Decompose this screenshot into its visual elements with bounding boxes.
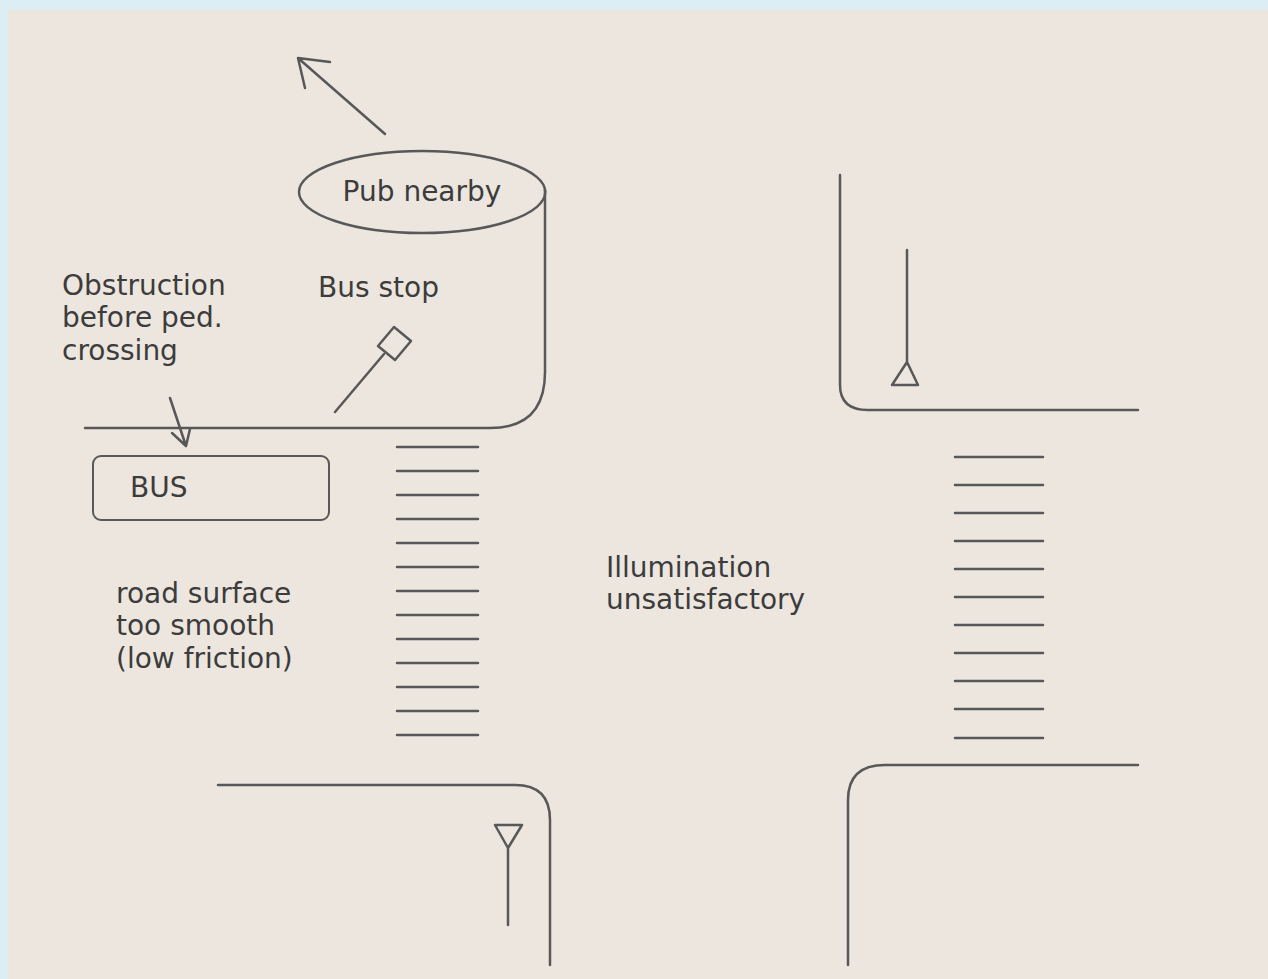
node-text: BUS: [130, 472, 187, 504]
node-text: Pub nearby: [343, 176, 502, 208]
road-surface-note: road surface too smooth (low friction): [116, 578, 342, 675]
pub-ellipse: Pub nearby: [297, 149, 547, 235]
top-strip: [0, 0, 1268, 10]
direction-arrow: [298, 58, 385, 134]
zebra-crossing: [397, 447, 478, 735]
bus-box: BUS: [92, 455, 330, 521]
illumination-note: Illumination unsatisfactory: [606, 552, 916, 617]
kerb-line: [218, 785, 550, 965]
kerb-line: [848, 765, 1138, 965]
bus-stop-label: Bus stop: [318, 272, 518, 304]
obstruction-note: Obstruction before ped. crossing: [62, 270, 262, 367]
zebra-crossing: [955, 457, 1043, 738]
sign-post: [495, 825, 522, 925]
leader-arrow: [170, 398, 190, 446]
ellipse-outline: [299, 151, 545, 233]
kerb-line: [840, 175, 1138, 410]
bus-stop-sign: [378, 327, 411, 360]
bus-stop-pole: [335, 354, 384, 412]
sign-post: [892, 250, 918, 385]
left-strip: [0, 0, 8, 979]
